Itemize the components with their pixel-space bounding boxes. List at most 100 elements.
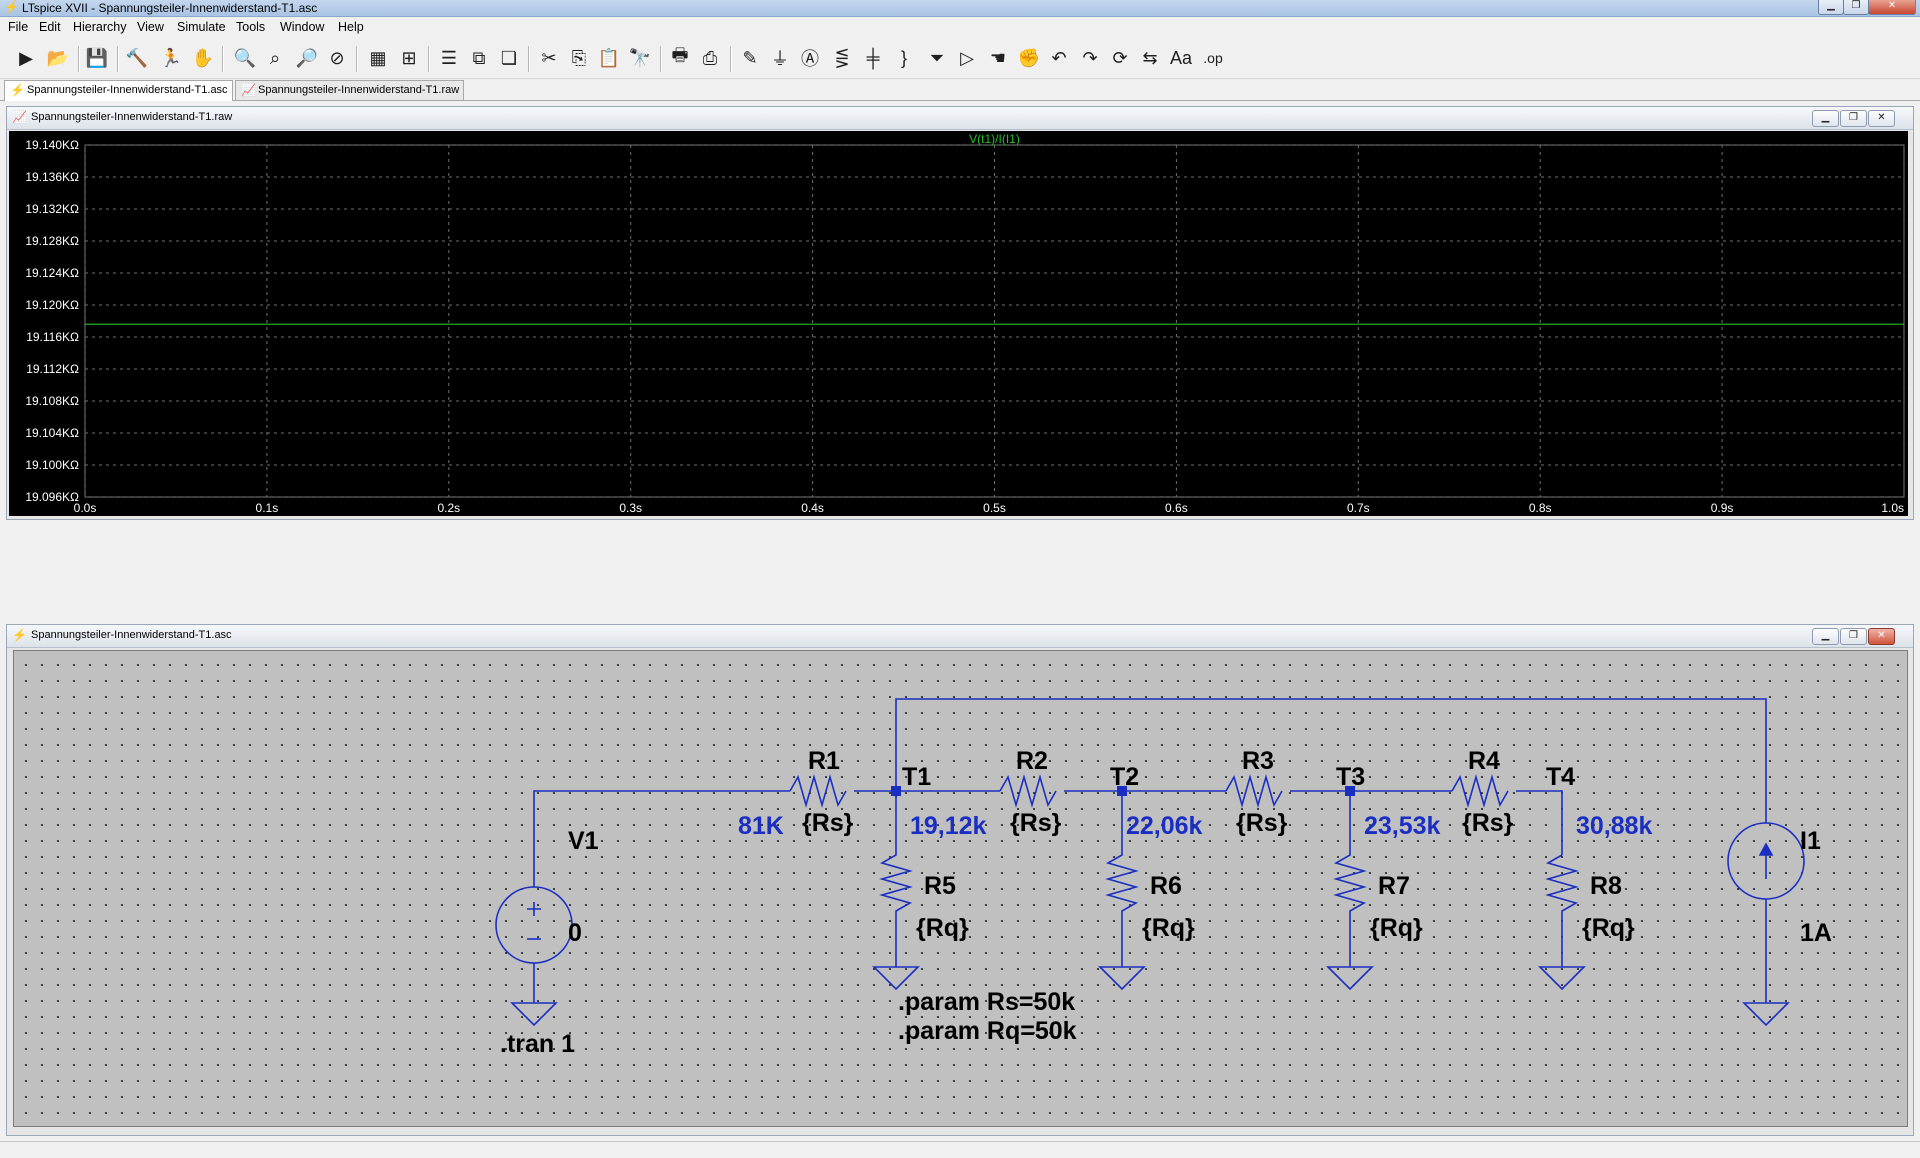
wire-v1-r1[interactable] [533, 790, 790, 887]
ground-symbol[interactable] [1098, 966, 1146, 991]
wire-top-return[interactable] [895, 698, 1767, 823]
trace-legend-label: V(t1)/I(I1) [969, 132, 1020, 146]
zoom-in-icon[interactable]: 🔍 [233, 47, 257, 68]
undo-icon[interactable]: ↶ [1051, 47, 1067, 68]
ground-symbol[interactable] [1326, 966, 1374, 991]
menu-hierarchy[interactable]: Hierarchy [73, 20, 127, 34]
resistor-r8-body[interactable] [1545, 854, 1579, 967]
mirror-icon[interactable]: ⇆ [1142, 47, 1158, 68]
resistor-r4-body[interactable] [1451, 774, 1509, 808]
menu-window[interactable]: Window [280, 20, 325, 34]
resistor-r2-body[interactable] [999, 774, 1057, 808]
close-window-button[interactable]: ✕ [1868, 0, 1916, 15]
find-icon[interactable]: 🔭 [628, 47, 652, 68]
resistor-r5-body[interactable] [879, 791, 913, 967]
label-r1-name: R1 [808, 747, 840, 775]
label-r6-value: {Rq} [1142, 914, 1195, 942]
annotation-81k: 81K [738, 812, 784, 840]
inductor-icon[interactable]: } [900, 47, 907, 68]
waveform-chart[interactable]: 19.140KΩ19.136KΩ19.132KΩ19.128KΩ19.124KΩ… [9, 131, 1908, 516]
move-icon[interactable]: ☚ [989, 47, 1007, 68]
autorange-icon[interactable]: ▦ [369, 47, 387, 68]
tab-schematic[interactable]: ⚡ Spannungsteiler-Innenwiderstand-T1.asc [4, 80, 233, 101]
resistor-r3-body[interactable] [1225, 774, 1283, 808]
restore-schematic-button[interactable]: ❐ [1840, 628, 1867, 645]
waveform-window-title-bar: 📈 Spannungsteiler-Innenwiderstand-T1.raw… [7, 107, 1913, 130]
close-schematic-button[interactable]: ✕ [1868, 628, 1895, 645]
halt-icon[interactable]: 🏃 [159, 47, 183, 68]
resistor-r7-body[interactable] [1333, 791, 1367, 967]
voltage-source-v1[interactable] [495, 886, 573, 964]
drag-icon[interactable]: ✊ [1017, 47, 1041, 68]
toolbar-separator [428, 46, 430, 72]
run-icon[interactable]: ▶ [19, 47, 33, 68]
x-tick-label: 0.0s [74, 501, 97, 515]
spice-directive-tran[interactable]: .tran 1 [500, 1030, 575, 1058]
ground-icon[interactable]: ⏚ [771, 49, 789, 69]
text-icon[interactable]: Aa [1169, 47, 1193, 68]
restore-plot-button[interactable]: ❐ [1840, 110, 1867, 127]
paste-icon[interactable]: 📋 [597, 47, 621, 68]
junction-dot-t1 [891, 786, 901, 796]
component-icon[interactable]: ▷ [960, 47, 974, 68]
minimize-plot-button[interactable]: ▁ [1812, 110, 1839, 127]
print-setup-icon[interactable]: ⎙ [702, 47, 718, 68]
close-plot-button[interactable]: ✕ [1868, 110, 1895, 127]
ground-symbol[interactable] [1538, 966, 1586, 991]
label-r4-name: R4 [1468, 747, 1500, 775]
ground-symbol[interactable] [872, 966, 920, 991]
pan-icon[interactable]: ✋ [191, 47, 215, 68]
zoom-out-icon[interactable]: 🔎 [295, 47, 319, 68]
ground-symbol[interactable] [1742, 1002, 1790, 1027]
save-icon[interactable]: 💾 [85, 47, 109, 68]
rotate-icon[interactable]: ⟳ [1112, 47, 1128, 68]
spice-directive-rs[interactable]: .param Rs=50k [898, 988, 1075, 1016]
resistor-icon[interactable]: ⋚ [834, 47, 850, 68]
wire-icon[interactable]: ✎ [742, 47, 758, 68]
cascade-icon[interactable]: ❏ [500, 47, 518, 68]
window-title: LTspice XVII - Spannungsteiler-Innenwide… [22, 1, 318, 15]
control-panel-icon[interactable]: 🔨 [125, 47, 149, 68]
diode-icon[interactable]: ⏷ [929, 47, 945, 68]
capacitor-icon[interactable]: ╪ [866, 47, 880, 68]
menu-edit[interactable]: Edit [39, 20, 61, 34]
y-tick-label: 19.104KΩ [25, 426, 79, 440]
x-tick-label: 0.6s [1165, 501, 1188, 515]
zoom-area-icon[interactable]: ⌕ [269, 47, 281, 68]
menu-file[interactable]: File [8, 20, 29, 34]
spice-directive-rq[interactable]: .param Rq=50k [898, 1017, 1077, 1045]
maximize-window-button[interactable]: ❐ [1843, 0, 1869, 15]
ground-symbol[interactable] [510, 1002, 558, 1027]
menu-view[interactable]: View [137, 20, 164, 34]
minimize-window-button[interactable]: ▁ [1818, 0, 1844, 15]
menu-help[interactable]: Help [338, 20, 364, 34]
toolbar-separator [660, 46, 662, 72]
circuit-diagram[interactable]: R1 {Rs} R2 {Rs} R3 {Rs} R4 {Rs} R5 {Rq} … [14, 651, 1907, 1126]
zoom-fit-icon[interactable]: ⊘ [329, 47, 345, 68]
schematic-canvas[interactable]: R1 {Rs} R2 {Rs} R3 {Rs} R4 {Rs} R5 {Rq} … [13, 650, 1908, 1127]
menu-simulate[interactable]: Simulate [177, 20, 226, 34]
redo-icon[interactable]: ↷ [1082, 47, 1098, 68]
resistor-r6-body[interactable] [1105, 791, 1139, 967]
tile-horizontal-icon[interactable]: ☰ [440, 47, 458, 68]
schematic-icon: ⚡ [10, 83, 25, 97]
label-icon[interactable]: Ⓐ [801, 49, 819, 69]
cut-icon[interactable]: ✂ [541, 47, 557, 68]
resistor-r1-body[interactable] [789, 774, 847, 808]
label-i1-value: 1A [1800, 919, 1832, 947]
copy-icon[interactable]: ⎘ [571, 47, 587, 68]
tile-vertical-icon[interactable]: ⧉ [472, 47, 486, 68]
spice-directive-icon[interactable]: .op [1203, 50, 1223, 66]
mark-icon[interactable]: ⊞ [401, 47, 417, 68]
annotation-t3-value: 23,53k [1364, 812, 1441, 840]
y-tick-label: 19.128KΩ [25, 234, 79, 248]
open-icon[interactable]: 📂 [46, 47, 70, 68]
tab-waveform[interactable]: 📈 Spannungsteiler-Innenwiderstand-T1.raw [235, 80, 465, 100]
minimize-schematic-button[interactable]: ▁ [1812, 628, 1839, 645]
label-v1-value: 0 [568, 919, 582, 947]
wire-r4-t4[interactable] [1516, 790, 1563, 855]
print-icon[interactable]: 🖶 [671, 45, 689, 65]
document-tabs: ⚡ Spannungsteiler-Innenwiderstand-T1.asc… [0, 79, 1920, 101]
menu-tools[interactable]: Tools [236, 20, 266, 34]
